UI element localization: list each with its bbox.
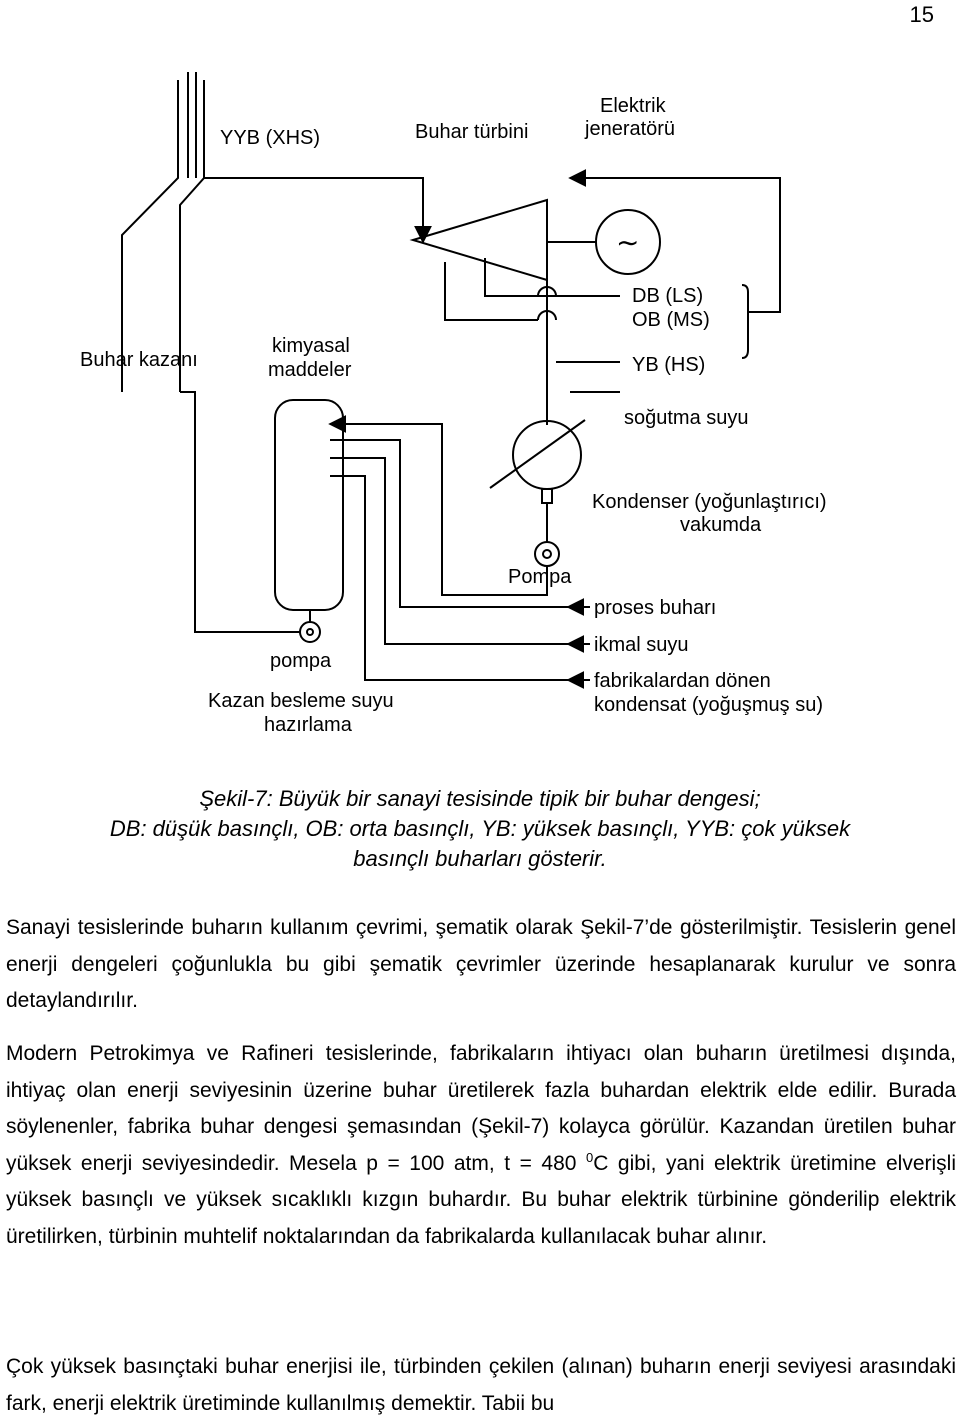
label-yb: YB (HS) bbox=[632, 354, 705, 376]
extraction-ob bbox=[444, 262, 538, 321]
label-process-steam: proses buharı bbox=[594, 597, 716, 619]
caption-line-2: DB: düşük basınçlı, OB: orta basınçlı, Y… bbox=[109, 816, 851, 841]
degree-superscript: 0 bbox=[585, 1149, 594, 1165]
generator-symbol: ∼ bbox=[616, 227, 639, 258]
label-turbine: Buhar türbini bbox=[415, 121, 528, 143]
feed-pump-shape bbox=[299, 621, 321, 643]
paragraph-1: Sanayi tesislerinde buharın kullanım çev… bbox=[6, 916, 956, 1013]
label-generator-2: jeneratörü bbox=[584, 118, 675, 140]
paragraph-3: Çok yüksek basınçtaki buhar enerjisi ile… bbox=[6, 1355, 956, 1415]
label-db: DB (LS) bbox=[632, 285, 703, 307]
label-feed-pump: pompa bbox=[270, 650, 332, 672]
label-feedwater-2: hazırlama bbox=[264, 714, 353, 736]
paragraph-2: Modern Petrokimya ve Rafineri tesislerin… bbox=[6, 1036, 956, 1256]
feedwater-tank-shape bbox=[274, 399, 344, 611]
paragraph-2-part-2: C gibi, yani elektrik üretimine elverişl… bbox=[6, 1151, 956, 1248]
caption-line-1: Şekil-7: Büyük bir sanayi tesisinde tipi… bbox=[199, 786, 761, 811]
label-main-pump: Pompa bbox=[508, 566, 572, 588]
label-return-1: fabrikalardan dönen bbox=[594, 670, 771, 692]
figure-caption: Şekil-7: Büyük bir sanayi tesisinde tipi… bbox=[0, 784, 960, 874]
paragraph-3-block: Çok yüksek basınçtaki buhar enerjisi ile… bbox=[6, 1349, 956, 1422]
boiler-shape bbox=[121, 72, 205, 392]
bracket bbox=[741, 284, 749, 359]
main-pump-shape bbox=[534, 541, 560, 567]
label-chemicals-1: kimyasal bbox=[272, 335, 350, 357]
label-return-2: kondensat (yoğuşmuş su) bbox=[594, 694, 823, 716]
turbine-shape bbox=[409, 198, 548, 282]
label-chemicals-2: maddeler bbox=[268, 359, 352, 381]
label-condenser-2: vakumda bbox=[680, 514, 762, 536]
label-generator-1: Elektrik bbox=[600, 95, 667, 117]
label-ob: OB (MS) bbox=[632, 309, 710, 331]
paragraph-2-block: Modern Petrokimya ve Rafineri tesislerin… bbox=[6, 1036, 956, 1256]
page-number: 15 bbox=[909, 2, 934, 27]
hp-steam-header bbox=[203, 80, 432, 244]
paragraph-1-block: Sanayi tesislerinde buharın kullanım çev… bbox=[6, 910, 956, 1020]
extraction-db bbox=[484, 258, 620, 297]
label-makeup-water: ikmal suyu bbox=[594, 634, 688, 656]
steam-balance-diagram: YYB (XHS) Buhar türbini Elektrik jenerat… bbox=[80, 72, 827, 736]
return-to-turbine bbox=[568, 169, 781, 313]
label-boiler: Buhar kazanı bbox=[80, 349, 198, 371]
label-cooling-water: soğutma suyu bbox=[624, 407, 749, 429]
paragraph-2-part-1: Modern Petrokimya ve Rafineri tesislerin… bbox=[6, 1042, 956, 1175]
caption-line-3: basınçlı buharları gösterir. bbox=[353, 846, 607, 871]
label-feedwater-1: Kazan besleme suyu bbox=[208, 690, 394, 712]
label-condenser-1: Kondenser (yoğunlaştırıcı) bbox=[592, 491, 827, 513]
label-yyb: YYB (XHS) bbox=[220, 127, 320, 149]
